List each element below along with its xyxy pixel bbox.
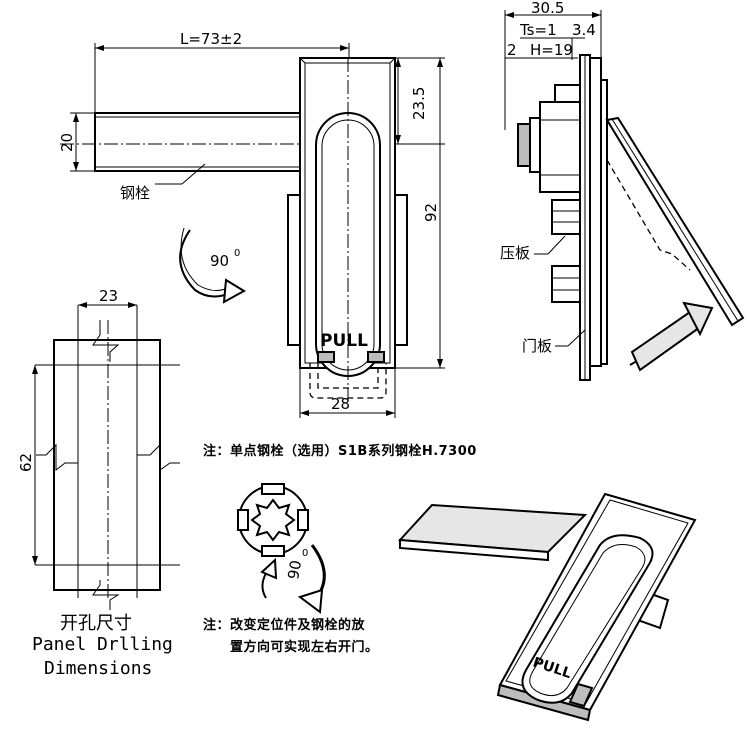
dim-top-offset: 23.5: [410, 87, 428, 120]
dim-ts-value: 3.4: [572, 21, 596, 39]
iso-handle: [521, 534, 654, 704]
front-view: L=73±2 20 PULL 23.5: [58, 30, 445, 418]
rotation-90: 90: [210, 252, 229, 270]
drilling-title-cn: 开孔尺寸: [60, 613, 132, 634]
label-door-panel: 门板: [522, 337, 552, 355]
label-pressure-plate: 压板: [500, 244, 530, 262]
handle-open: [605, 116, 745, 327]
dim-height: 92: [422, 203, 440, 222]
dim-hole-height: 62: [17, 453, 35, 472]
rotation-90-bottom: 90: [284, 559, 305, 581]
screw-upper: [551, 199, 581, 235]
dim-hole-width: 23: [99, 287, 118, 305]
label-bolt: 钢栓: [120, 184, 150, 202]
star-hole: [250, 498, 296, 542]
svg-text:0: 0: [234, 248, 240, 259]
isometric-view: PULL: [397, 492, 697, 722]
handle-pull-text: PULL: [320, 331, 368, 351]
drilling-title-en-2: Dimensions: [44, 658, 153, 679]
screw-lower: [551, 265, 581, 303]
note-direction-line2: 置方向可实现左右开门。: [230, 640, 379, 655]
bolt-body: [94, 112, 301, 172]
drilling-dimensions: 23 62: [17, 287, 180, 610]
svg-text:0: 0: [302, 548, 308, 559]
dim-h-prefix: 2: [507, 41, 517, 59]
drilling-title-en-1: Panel Drlling: [32, 634, 173, 655]
positioning-part: 90 0: [237, 483, 326, 614]
lock-cylinder: [539, 101, 581, 193]
dim-h-value: H=19: [530, 41, 573, 59]
dim-ts: Ts=1: [519, 21, 557, 39]
note-direction-line1: 注：改变定位件及钢栓的放: [203, 618, 366, 633]
dim-bolt-width: 20: [58, 133, 76, 152]
dim-length: L=73±2: [180, 30, 242, 48]
hole-outline: [53, 339, 161, 591]
dim-depth-total: 30.5: [531, 0, 564, 17]
note-single-bolt: 注：单点钢栓（选用）S1B系列钢栓H.7300: [203, 444, 477, 459]
side-view: 30.5 Ts=1 3.4 2 H=19 压板: [500, 0, 745, 381]
dim-base-width: 28: [331, 395, 350, 413]
